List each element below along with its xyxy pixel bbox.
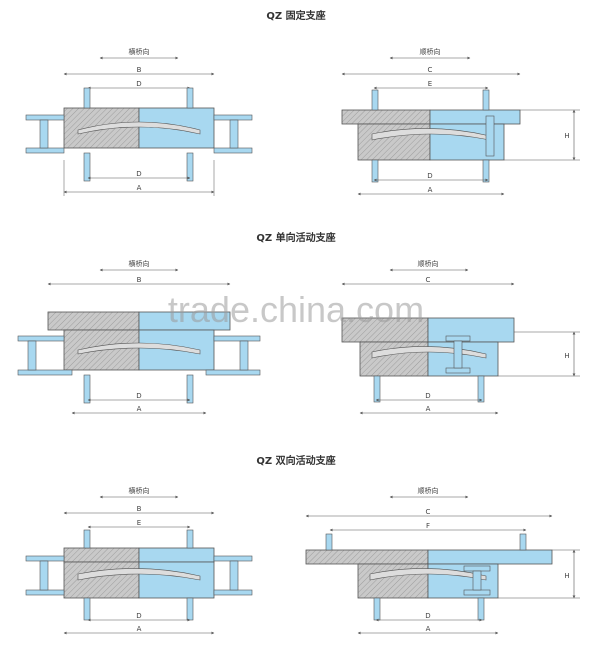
section-2-title: QZ 单向活动支座 [256, 231, 335, 244]
direction-label: 横桥向 [129, 47, 150, 56]
dim-B: B [137, 276, 142, 284]
oneway-bearing-transverse-view: 横桥向 B D A [17, 259, 261, 415]
dim-A: A [137, 184, 142, 192]
dim-F: F [426, 522, 430, 530]
direction-label: 顺桥向 [418, 486, 439, 495]
dim-A: A [137, 405, 142, 413]
dim-H: H [564, 572, 569, 580]
dim-D-bottom: D [136, 170, 141, 178]
dim-D: D [425, 612, 430, 620]
dim-D-top: D [136, 80, 141, 88]
twoway-bearing-transverse-view: 横桥向 B E D A [25, 486, 253, 635]
dim-C: C [426, 508, 431, 516]
dim-B: B [137, 66, 142, 74]
dim-D: D [136, 392, 141, 400]
fixed-bearing-transverse-view: 横桥向 B D D A [25, 47, 253, 196]
dim-D: D [427, 172, 432, 180]
direction-label: 横桥向 [129, 486, 150, 495]
watermark: trade.china.com [168, 289, 424, 330]
dim-B: B [137, 505, 142, 513]
dim-A: A [428, 186, 433, 194]
dim-E: E [137, 519, 141, 527]
direction-label: 顺桥向 [420, 47, 441, 56]
section-3-title: QZ 双向活动支座 [256, 454, 335, 467]
oneway-bearing-longitudinal-view: 顺桥向 C H D A [341, 259, 580, 415]
dim-A: A [137, 625, 142, 633]
dim-A: A [426, 405, 431, 413]
twoway-bearing-longitudinal-view: 顺桥向 C F H D A [305, 486, 580, 635]
dim-A: A [426, 625, 431, 633]
dim-C: C [428, 66, 433, 74]
direction-label: 横桥向 [129, 259, 150, 268]
direction-label: 顺桥向 [418, 259, 439, 268]
dim-D: D [136, 612, 141, 620]
dim-H: H [564, 352, 569, 360]
dim-C: C [426, 276, 431, 284]
section-1-title: QZ 固定支座 [266, 9, 325, 22]
fixed-bearing-longitudinal-view: 顺桥向 C E H D A [341, 47, 580, 196]
dim-D: D [425, 392, 430, 400]
dim-H: H [564, 132, 569, 140]
dim-E: E [428, 80, 432, 88]
